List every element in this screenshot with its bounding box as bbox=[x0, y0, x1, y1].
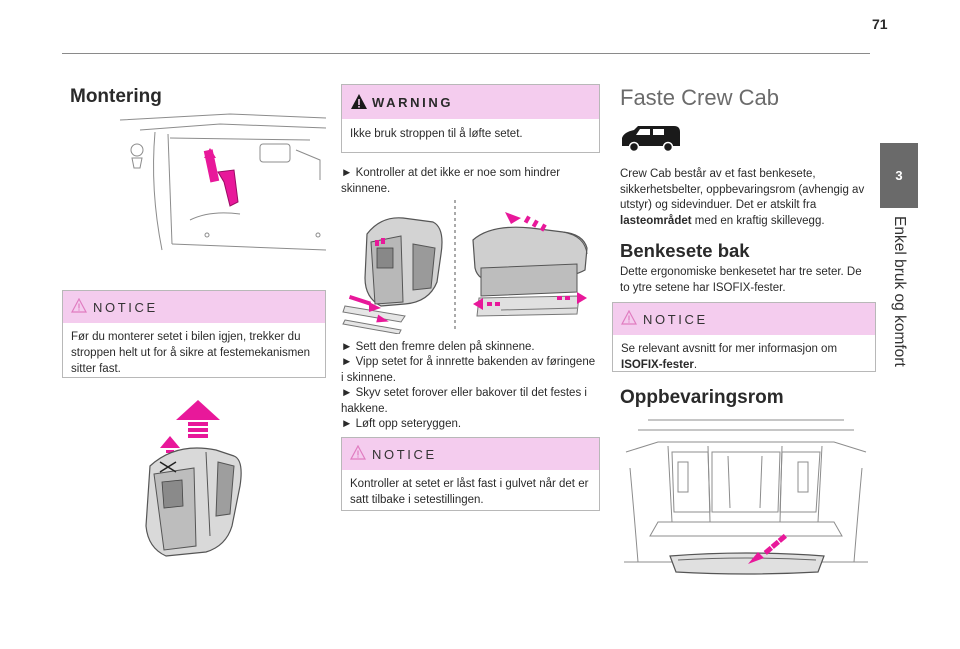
notice-triangle-icon bbox=[71, 298, 87, 313]
notice-box-isofix: NOTICE Se relevant avsnitt for mer infor… bbox=[612, 302, 876, 372]
seat-lift-illustration bbox=[145, 400, 242, 557]
step-3: ► Skyv setet forover eller bakover til d… bbox=[341, 387, 587, 415]
notice-text: Se relevant avsnitt for mer informasjon … bbox=[613, 335, 875, 379]
chapter-title-text: Enkel bruk og komfort bbox=[891, 216, 908, 367]
step-4: ► Løft opp seteryggen. bbox=[341, 418, 462, 430]
notice-box-lock: NOTICE Kontroller at setet er låst fast … bbox=[341, 437, 600, 511]
section-heading-bench: Benkesete bak bbox=[620, 240, 750, 261]
header-rule bbox=[62, 53, 870, 54]
section-heading-crew-cab: Faste Crew Cab bbox=[620, 85, 779, 110]
notice-header: NOTICE bbox=[342, 438, 599, 470]
notice-label: NOTICE bbox=[372, 447, 437, 462]
notice-triangle-icon bbox=[621, 310, 637, 325]
chapter-tab[interactable]: 3 bbox=[880, 143, 918, 208]
warning-box: WARNING Ikke bruk stroppen til å løfte s… bbox=[341, 84, 600, 153]
bench-text: Dette ergonomiske benkesetet har tre set… bbox=[620, 266, 862, 294]
chapter-title: Enkel bruk og komfort bbox=[870, 216, 928, 436]
step-1: ► Sett den fremre delen på skinnene. bbox=[341, 341, 535, 353]
warning-header: WARNING bbox=[342, 85, 599, 119]
notice-text: Før du monterer setet i bilen igjen, tre… bbox=[71, 331, 311, 375]
intro-text-start: Crew Cab består av et fast benkesete, si… bbox=[620, 168, 865, 211]
van-icon bbox=[622, 126, 680, 153]
isofix-text-end: . bbox=[693, 359, 698, 371]
intro-text-end: med en kraftig skillevegg. bbox=[691, 214, 825, 227]
notice-text: Kontroller at setet er låst fast i gulve… bbox=[350, 478, 589, 506]
crew-cab-intro: Crew Cab består av et fast benkesete, si… bbox=[620, 167, 865, 229]
storage-compartment-illustration bbox=[624, 419, 868, 575]
notice-triangle-icon bbox=[350, 445, 366, 460]
isofix-bold-term: ISOFIX-fester bbox=[621, 359, 694, 371]
mounting-strap-illustration bbox=[119, 113, 326, 251]
step-2: ► Vipp setet for å innrette bakenden av … bbox=[341, 356, 596, 384]
warning-triangle-icon bbox=[351, 94, 367, 109]
warning-text: Ikke bruk stroppen til å løfte setet. bbox=[350, 128, 523, 140]
page-number: 71 bbox=[872, 16, 888, 32]
notice-label: NOTICE bbox=[93, 300, 158, 315]
intro-bold-term: lasteområdet bbox=[620, 214, 692, 227]
check-rails-text: ► Kontroller at det ikke er noe som hind… bbox=[341, 167, 561, 195]
warning-label: WARNING bbox=[372, 95, 454, 110]
section-heading-storage: Oppbevaringsrom bbox=[620, 387, 784, 408]
notice-box-mounting: NOTICE Før du monterer setet i bilen igj… bbox=[62, 290, 326, 378]
notice-header: NOTICE bbox=[613, 303, 875, 335]
isofix-text-start: Se relevant avsnitt for mer informasjon … bbox=[621, 343, 838, 355]
notice-label: NOTICE bbox=[643, 312, 708, 327]
seat-rails-illustration bbox=[342, 200, 588, 334]
section-heading-montering: Montering bbox=[70, 86, 162, 107]
notice-header: NOTICE bbox=[63, 291, 325, 323]
